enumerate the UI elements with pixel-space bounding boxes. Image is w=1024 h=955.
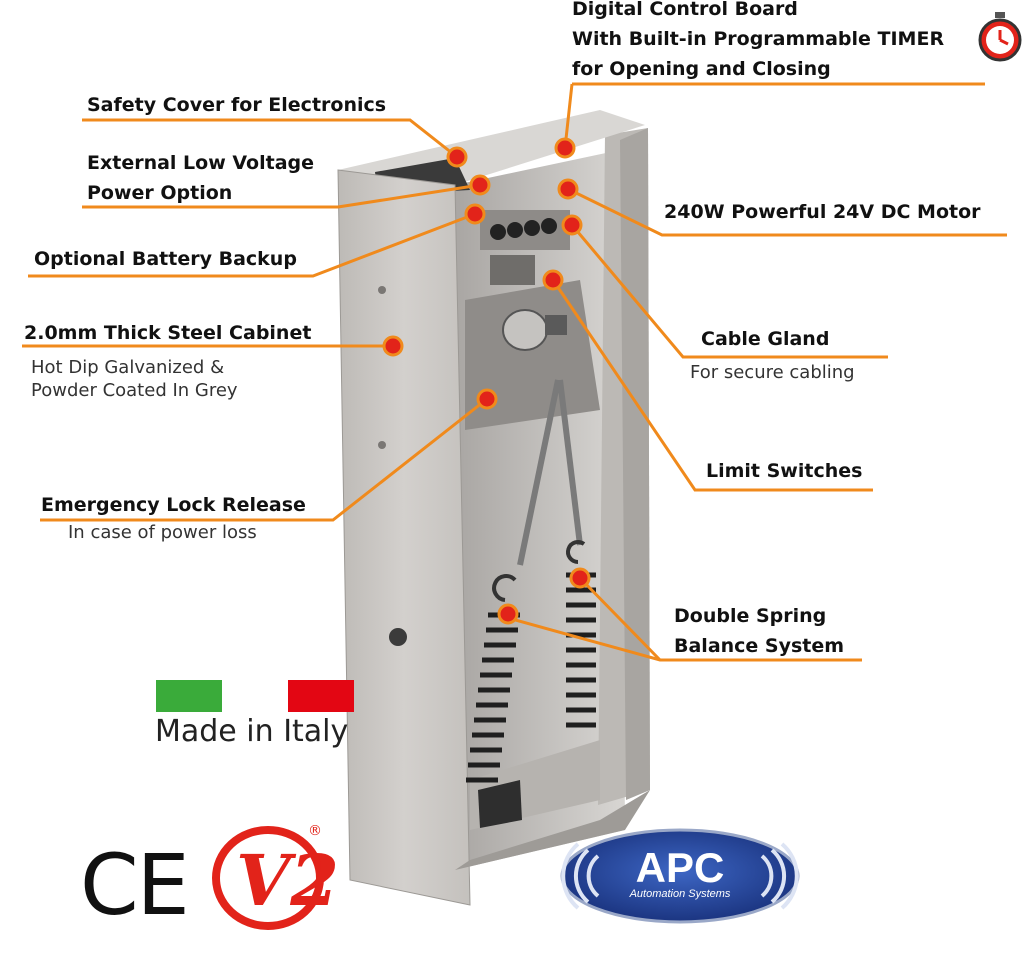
- sublabel-steel-1: Hot Dip Galvanized &: [31, 357, 225, 378]
- label-safety-cover: Safety Cover for Electronics: [87, 94, 387, 116]
- label-digital-board-1: Digital Control Board: [572, 0, 798, 20]
- label-low-voltage-1: External Low Voltage: [87, 152, 314, 174]
- cabinet: [337, 110, 650, 906]
- stopwatch-icon: [978, 12, 1022, 62]
- label-motor: 240W Powerful 24V DC Motor: [664, 201, 981, 223]
- made-in-italy: Made in Italy: [155, 714, 349, 749]
- sublabel-cable-gland: For secure cabling: [690, 362, 855, 383]
- label-low-voltage-2: Power Option: [87, 182, 233, 204]
- apc-logo: APC Automation Systems: [560, 828, 800, 924]
- label-cable-gland: Cable Gland: [701, 328, 830, 350]
- svg-text:Automation Systems: Automation Systems: [629, 888, 731, 900]
- label-steel: 2.0mm Thick Steel Cabinet: [24, 322, 312, 344]
- flag-red-stripe: [288, 680, 354, 712]
- label-limit-switches: Limit Switches: [706, 460, 863, 482]
- ce-mark: CE: [80, 836, 190, 934]
- label-emergency: Emergency Lock Release: [41, 494, 306, 516]
- label-spring-2: Balance System: [674, 635, 845, 657]
- flag-green-stripe: [156, 680, 222, 712]
- svg-text:APC: APC: [636, 844, 725, 891]
- label-spring-1: Double Spring: [674, 605, 827, 627]
- callout-dots: [382, 137, 591, 625]
- callout-lines: [22, 82, 1007, 662]
- sublabel-steel-2: Powder Coated In Grey: [31, 380, 238, 401]
- v2-logo: V2 ®: [212, 823, 339, 930]
- svg-text:V2: V2: [236, 839, 339, 922]
- label-digital-board-3: for Opening and Closing: [572, 58, 831, 80]
- label-battery: Optional Battery Backup: [34, 248, 297, 270]
- sublabel-emergency: In case of power loss: [68, 522, 257, 543]
- flag-white-stripe: [222, 680, 288, 712]
- label-digital-board-2: With Built-in Programmable TIMER: [572, 28, 945, 50]
- svg-text:®: ®: [308, 823, 322, 839]
